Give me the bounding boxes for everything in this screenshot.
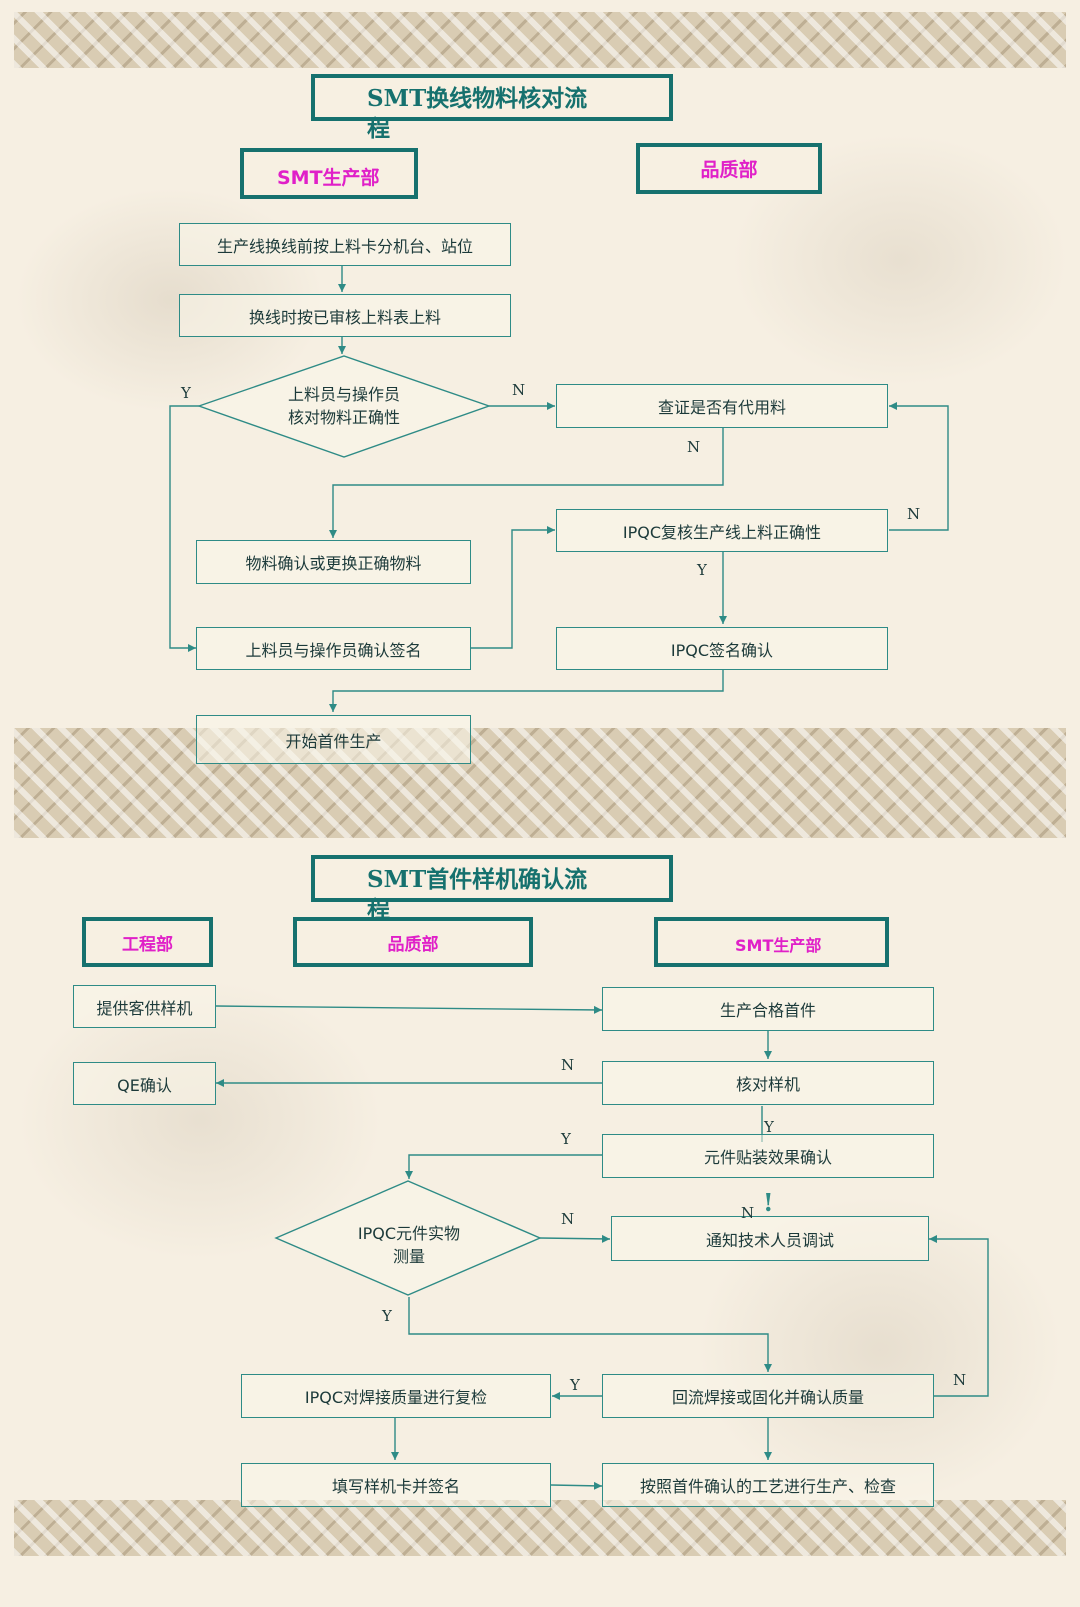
flow2-step-check-sample: 核对样机 xyxy=(602,1061,934,1105)
flow2-step-produce-check: 按照首件确认的工艺进行生产、检查 xyxy=(602,1463,934,1507)
flow1-label-n-loop: N xyxy=(907,505,921,523)
flow2-label-excl: ! xyxy=(763,1188,774,1217)
flow1-dept-smt-text: SMT生产部 xyxy=(277,167,380,189)
flow1-title: SMT换线物料核对流程 xyxy=(311,74,673,142)
flow1-label-y-left: Y xyxy=(181,384,191,402)
edge-ipqc-recheck-n xyxy=(889,402,949,531)
flow2-label-y-reflow: Y xyxy=(570,1376,580,1394)
flow2-step-reflow: 回流焊接或固化并确认质量 xyxy=(602,1374,934,1418)
flow1-diamond-line2: 核对物料正确性 xyxy=(287,408,400,427)
flow2-dept-quality-text: 品质部 xyxy=(387,934,439,955)
flow1-step-confirm-replace: 物料确认或更换正确物料 xyxy=(196,540,471,584)
diamond-check-materials xyxy=(196,355,492,458)
flow2-step-mount-confirm: 元件贴装效果确认 xyxy=(602,1134,934,1178)
edge-sign-ipqc xyxy=(471,526,555,649)
flow1-title-text: SMT换线物料核对流程 xyxy=(367,85,588,142)
flow2-dept-engineering-text: 工程部 xyxy=(122,934,173,955)
edge-check-confirm xyxy=(329,428,724,538)
flow2-dept-engineering: 工程部 xyxy=(82,917,213,967)
flow2-dept-smt: SMT生产部 xyxy=(654,917,889,967)
flow2-step-provide-sample: 提供客供样机 xyxy=(73,985,216,1028)
flow1-diamond-text: 上料员与操作员 核对物料正确性 xyxy=(244,383,444,429)
edge-sample-first xyxy=(215,1005,603,1014)
edge-fill-produce xyxy=(550,1481,603,1490)
flow2-label-n-mount: N xyxy=(741,1204,755,1222)
decorative-band-middle xyxy=(14,728,1066,838)
flow2-label-y-mount: Y xyxy=(561,1130,571,1148)
decorative-band-bottom xyxy=(14,1500,1066,1556)
flow2-title: SMT首件样机确认流程 xyxy=(311,855,673,923)
flow1-diamond-line1: 上料员与操作员 xyxy=(287,385,400,404)
flow2-label-n-qe: N xyxy=(561,1056,575,1074)
flow2-label-y-diamond: Y xyxy=(382,1307,392,1325)
flow2-label-y-check: Y xyxy=(764,1118,774,1136)
flow1-step-ipqc-recheck: IPQC复核生产线上料正确性 xyxy=(556,509,888,552)
diamond-ipqc-measure xyxy=(274,1180,542,1296)
flow2-step-qe-confirm: QE确认 xyxy=(73,1062,216,1105)
flow2-diamond-line2: 测量 xyxy=(392,1247,425,1266)
flow2-diamond-line1: IPQC元件实物 xyxy=(357,1224,461,1243)
edge-diamond-sign xyxy=(169,405,199,652)
flow1-label-n-right: N xyxy=(512,381,526,399)
flow2-step-notify-tech: 通知技术人员调试 xyxy=(611,1216,929,1261)
flow1-step-check-substitute: 查证是否有代用料 xyxy=(556,384,888,428)
flow2-dept-quality: 品质部 xyxy=(293,917,533,967)
flow2-step-fill-card: 填写样机卡并签名 xyxy=(241,1463,551,1507)
flow2-step-qualified-first: 生产合格首件 xyxy=(602,987,934,1031)
flow1-dept-smt: SMT生产部 xyxy=(240,148,418,199)
flow1-step-load-materials: 换线时按已审核上料表上料 xyxy=(179,294,511,337)
edge-ipqc-start xyxy=(329,670,724,712)
flow1-dept-quality-text: 品质部 xyxy=(700,159,758,181)
flow2-label-n-reflow: N xyxy=(953,1371,967,1389)
flow2-step-ipqc-weld-recheck: IPQC对焊接质量进行复检 xyxy=(241,1374,551,1418)
flow2-title-text: SMT首件样机确认流程 xyxy=(367,866,588,923)
flow2-label-n-diamond: N xyxy=(561,1210,575,1228)
decorative-band-top xyxy=(14,12,1066,68)
edge-mount-diamond xyxy=(405,1154,602,1179)
edge-diamond-reflow xyxy=(408,1297,772,1372)
flow1-step-operator-sign: 上料员与操作员确认签名 xyxy=(196,627,471,670)
flow1-label-n-check: N xyxy=(687,438,701,456)
flow1-label-y-ipqc: Y xyxy=(697,561,707,579)
flow2-diamond-text: IPQC元件实物 测量 xyxy=(324,1222,494,1268)
flow1-step-split-stations: 生产线换线前按上料卡分机台、站位 xyxy=(179,223,511,266)
flow2-dept-smt-text: SMT生产部 xyxy=(735,936,822,955)
edge-diamond-notify xyxy=(539,1234,611,1243)
flow1-step-start-production: 开始首件生产 xyxy=(196,715,471,764)
flow1-step-ipqc-sign: IPQC签名确认 xyxy=(556,627,888,670)
flow1-dept-quality: 品质部 xyxy=(636,143,822,194)
edge-reflow-notify xyxy=(929,1235,989,1397)
